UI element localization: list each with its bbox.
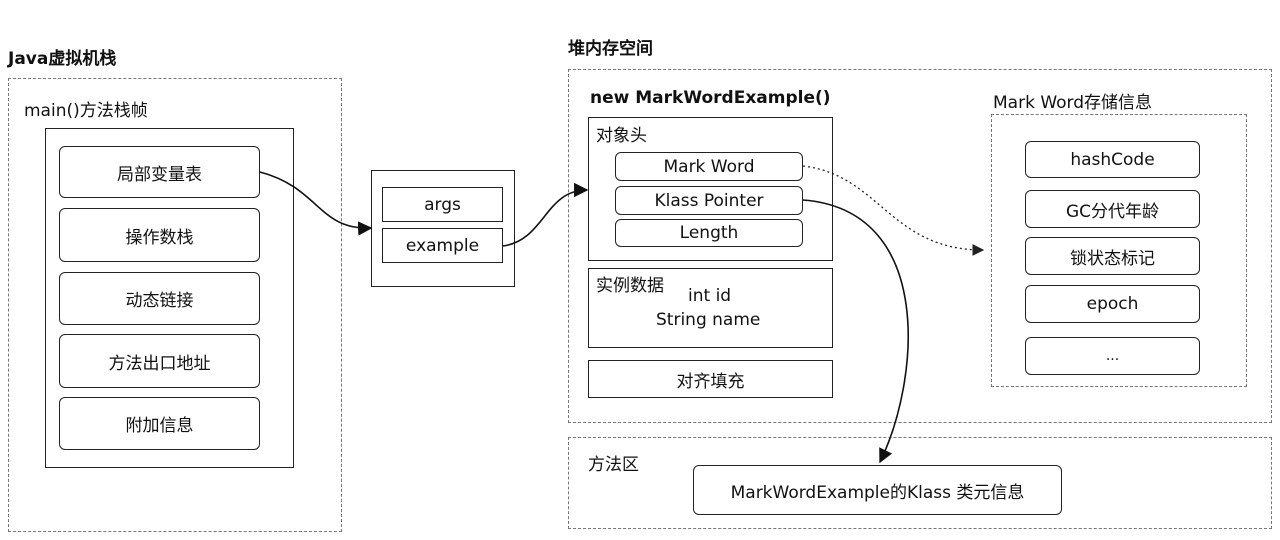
frame-label: main()方法栈帧 <box>24 101 148 121</box>
main-stack-frame <box>45 128 294 468</box>
operand-stack: 操作数栈 <box>59 208 260 262</box>
method-area-container <box>568 437 1272 529</box>
length-field: Length <box>615 219 803 247</box>
object-header-label: 对象头 <box>596 126 647 146</box>
object-title: new MarkWordExample() <box>590 88 831 108</box>
method-area-label: 方法区 <box>588 455 639 475</box>
return-address: 方法出口地址 <box>59 334 260 388</box>
instance-data-label: 实例数据 <box>596 276 664 296</box>
additional-info: 附加信息 <box>59 397 260 450</box>
example-slot: example <box>382 228 503 263</box>
mark-word-info-container <box>991 114 1247 387</box>
stack-title: Java虚拟机栈 <box>8 49 117 69</box>
mark-word-field: Mark Word <box>615 152 803 181</box>
dynamic-linking: 动态链接 <box>59 272 260 325</box>
klass-metadata: MarkWordExample的Klass 类元信息 <box>693 465 1062 515</box>
alignment-padding: 对齐填充 <box>588 360 833 398</box>
mark-word-info-title: Mark Word存储信息 <box>993 93 1153 113</box>
klass-pointer-field: Klass Pointer <box>615 186 803 215</box>
gc-age-item: GC分代年龄 <box>1025 190 1200 228</box>
lock-state-item: 锁状态标记 <box>1025 237 1200 275</box>
stack-container <box>8 78 342 532</box>
heap-title: 堆内存空间 <box>568 39 653 59</box>
args-slot: args <box>382 187 503 222</box>
local-variable-table: 局部变量表 <box>59 146 260 198</box>
field-string-name: String name <box>656 310 761 330</box>
hashcode-item: hashCode <box>1025 141 1200 178</box>
epoch-item: epoch <box>1025 285 1200 323</box>
field-int-id: int id <box>688 286 732 306</box>
more-items: ... <box>1025 337 1200 375</box>
